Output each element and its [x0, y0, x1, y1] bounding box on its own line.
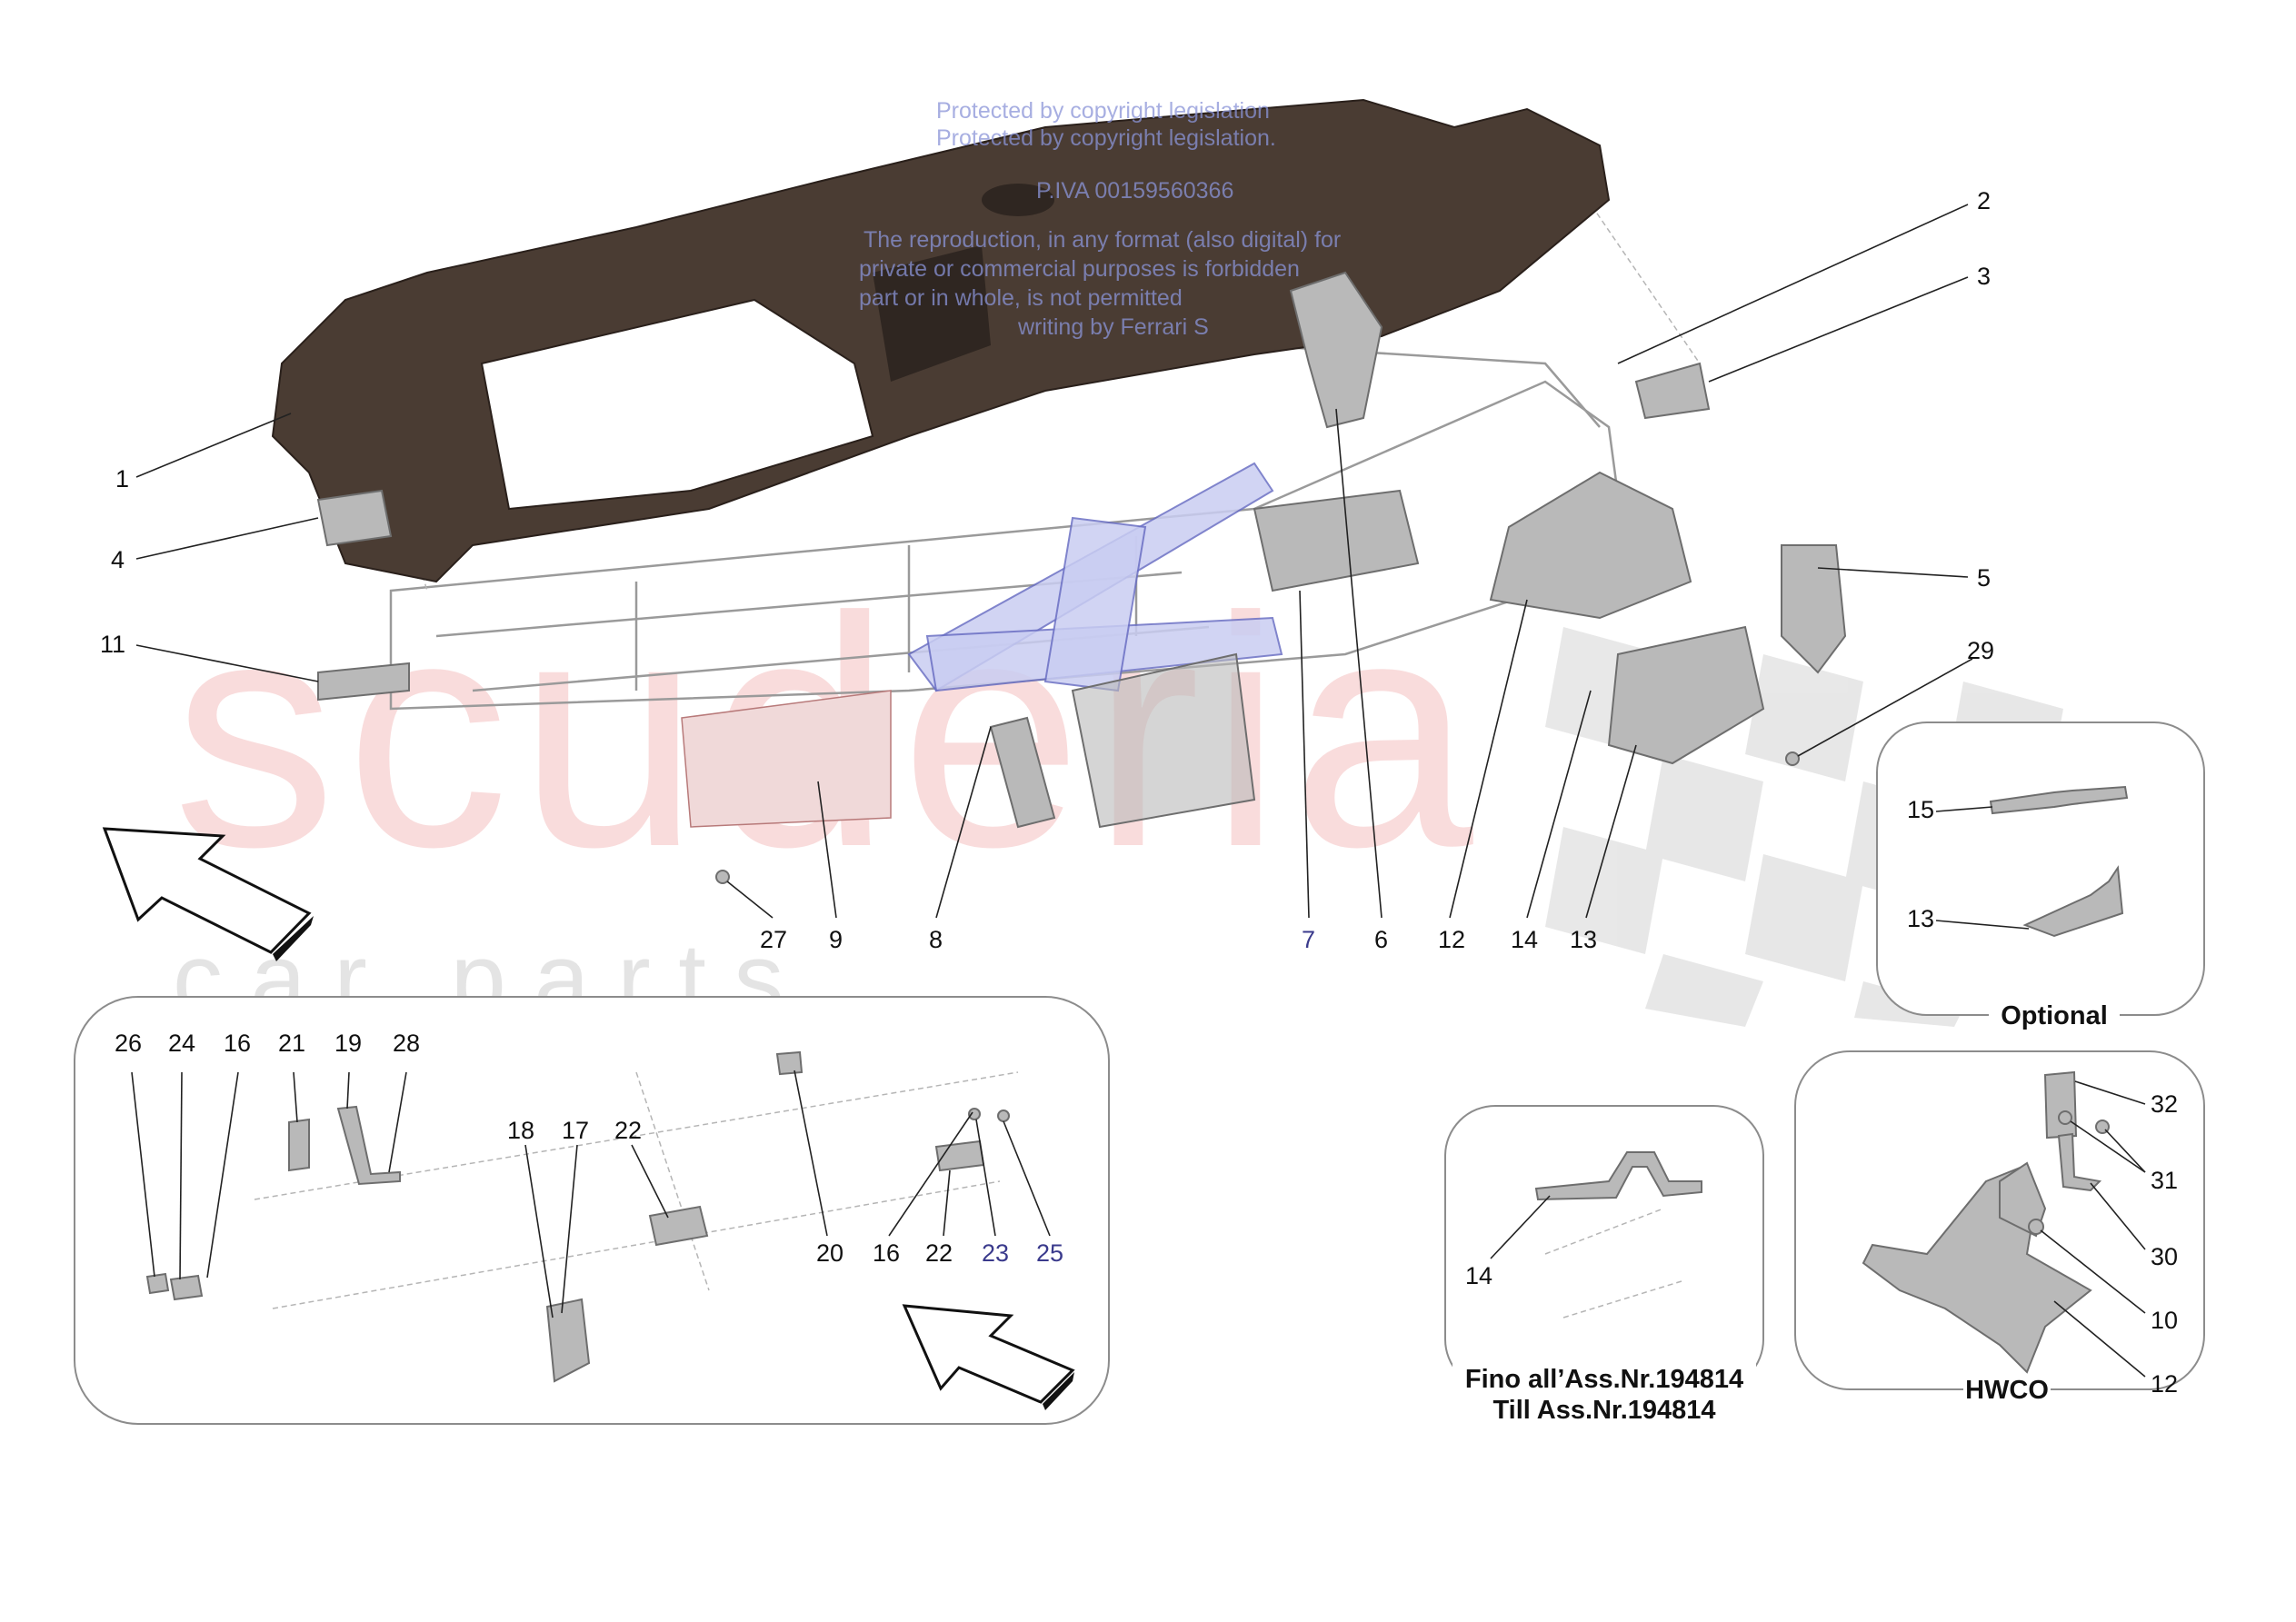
direction-arrow-icon	[102, 827, 314, 961]
callout-6: 6	[1374, 926, 1388, 953]
detail-callout-21: 21	[278, 1030, 305, 1057]
detail-part-23	[968, 1108, 981, 1120]
callout-3: 3	[1977, 263, 1991, 290]
hwco-callout-30: 30	[2151, 1243, 2178, 1270]
main-leader-lines	[135, 204, 1973, 919]
detail-callout-16b: 16	[873, 1239, 900, 1267]
bracket-part-11	[317, 662, 410, 702]
detail-panel: 26 24 16 21 19 28 18 17 22 20 16 22 23 2…	[74, 996, 1110, 1425]
hwco-callout-10: 10	[2151, 1307, 2178, 1334]
copyright-line-7: writing by Ferrari S	[1017, 314, 1209, 340]
callout-12: 12	[1438, 926, 1465, 953]
detail-part-21	[288, 1118, 310, 1172]
callout-27: 27	[760, 926, 787, 953]
optional-panel: 15 13 Optional	[1876, 721, 2205, 1030]
optional-part-13	[2022, 865, 2124, 938]
dashboard-cutout	[480, 298, 874, 511]
bracket-part-7	[1253, 489, 1420, 592]
detail-part-17	[545, 1298, 591, 1383]
detail-part-20	[775, 1050, 804, 1076]
bracket-part-3	[1634, 362, 1711, 420]
fino-title-bg	[1452, 1363, 1756, 1427]
screw-part-29	[1785, 751, 1800, 766]
dashboard-duct	[982, 184, 1054, 216]
fino-title-line2: Till Ass.Nr.194814	[1492, 1396, 1715, 1425]
main-callouts: 1 2 3 4 5 6 7 8 9 11 12 13 14 27 29	[100, 187, 1994, 953]
detail-callout-18: 18	[507, 1117, 534, 1144]
callout-8: 8	[929, 926, 943, 953]
detail-callout-26: 26	[115, 1030, 142, 1057]
copyright-line-2: Protected by copyright legislation.	[936, 125, 1276, 151]
copyright-overlay: Protected by copyright legislation Prote…	[859, 98, 1341, 340]
fino-ghost-structure	[1544, 1208, 1682, 1318]
hwco-callout-12: 12	[2151, 1370, 2178, 1398]
optional-panel-frame	[1876, 721, 2205, 1016]
fino-panel-frame	[1444, 1105, 1764, 1390]
callout-5: 5	[1977, 564, 1991, 592]
copyright-line-1: Protected by copyright legislation	[936, 98, 1270, 124]
copyright-line-3: P.IVA 00159560366	[1036, 178, 1233, 204]
callout-9: 9	[829, 926, 843, 953]
callout-4: 4	[111, 546, 125, 573]
callout-2: 2	[1977, 187, 1991, 214]
detail-callout-17: 17	[562, 1117, 589, 1144]
bracket-part-12	[1489, 471, 1692, 620]
detail-callout-22a: 22	[614, 1117, 642, 1144]
optional-callout-13: 13	[1907, 905, 1934, 932]
hwco-part-10	[2028, 1219, 2044, 1235]
detail-part-19	[336, 1105, 401, 1186]
detail-callout-23: 23	[982, 1239, 1009, 1267]
detail-callout-28: 28	[393, 1030, 420, 1057]
detail-callout-24: 24	[168, 1030, 195, 1057]
optional-callout-15: 15	[1907, 796, 1934, 823]
copyright-line-6: part or in whole, is not permitted	[859, 285, 1183, 311]
copyright-line-4: The reproduction, in any format (also di…	[863, 227, 1341, 253]
bracket-part-9	[681, 690, 892, 828]
hwco-title-bg	[1963, 1374, 2051, 1405]
optional-title: Optional	[2001, 1001, 2108, 1030]
detail-callout-22b: 22	[925, 1239, 953, 1267]
fino-part-14	[1534, 1151, 1702, 1201]
main-assembly	[271, 98, 1847, 884]
hwco-panel: 32 31 30 10 12 HWCO	[1794, 1050, 2205, 1405]
hwco-part-30	[2057, 1132, 2102, 1192]
dashboard-vent	[873, 245, 991, 382]
optional-part-15	[1989, 785, 2129, 815]
screw-part-27	[715, 870, 730, 884]
bracket-part-electronic	[1071, 652, 1256, 829]
detail-panel-frame	[74, 996, 1110, 1425]
hwco-callout-31: 31	[2151, 1167, 2178, 1194]
detail-callout-16a: 16	[224, 1030, 251, 1057]
frame-members	[435, 536, 1210, 692]
hwco-part-32	[2043, 1070, 2078, 1139]
detail-part-24	[169, 1274, 204, 1301]
copyright-line-5: private or commercial purposes is forbid…	[859, 256, 1300, 282]
detail-direction-arrow-icon	[902, 1304, 1075, 1410]
bracket-part-5	[1781, 544, 1847, 674]
callout-1: 1	[115, 465, 129, 493]
callout-7: 7	[1302, 926, 1315, 953]
fino-callout-14: 14	[1465, 1262, 1492, 1289]
fino-title-line1: Fino all’Ass.Nr.194814	[1465, 1365, 1743, 1394]
fino-panel: 14 Fino all’Ass.Nr.194814 Till Ass.Nr.19…	[1444, 1105, 1764, 1427]
detail-callout-19: 19	[334, 1030, 362, 1057]
detail-part-22a	[648, 1205, 709, 1247]
hwco-title: HWCO	[1965, 1376, 2049, 1405]
detail-part-25	[997, 1110, 1010, 1122]
callout-13: 13	[1570, 926, 1597, 953]
hwco-callout-32: 32	[2151, 1090, 2178, 1118]
detail-callout-20: 20	[816, 1239, 844, 1267]
bracket-part-4	[316, 489, 393, 547]
callout-29: 29	[1967, 637, 1994, 664]
bracket-part-8	[989, 716, 1056, 829]
hwco-part-31a	[2058, 1110, 2072, 1125]
optional-title-bg	[1989, 1000, 2120, 1030]
bracket-part-13	[1607, 625, 1765, 765]
callout-11: 11	[100, 631, 125, 658]
bracket-part-6	[1289, 271, 1383, 429]
callout-14: 14	[1511, 926, 1538, 953]
detail-part-26	[145, 1272, 170, 1295]
detail-callout-25: 25	[1036, 1239, 1063, 1267]
